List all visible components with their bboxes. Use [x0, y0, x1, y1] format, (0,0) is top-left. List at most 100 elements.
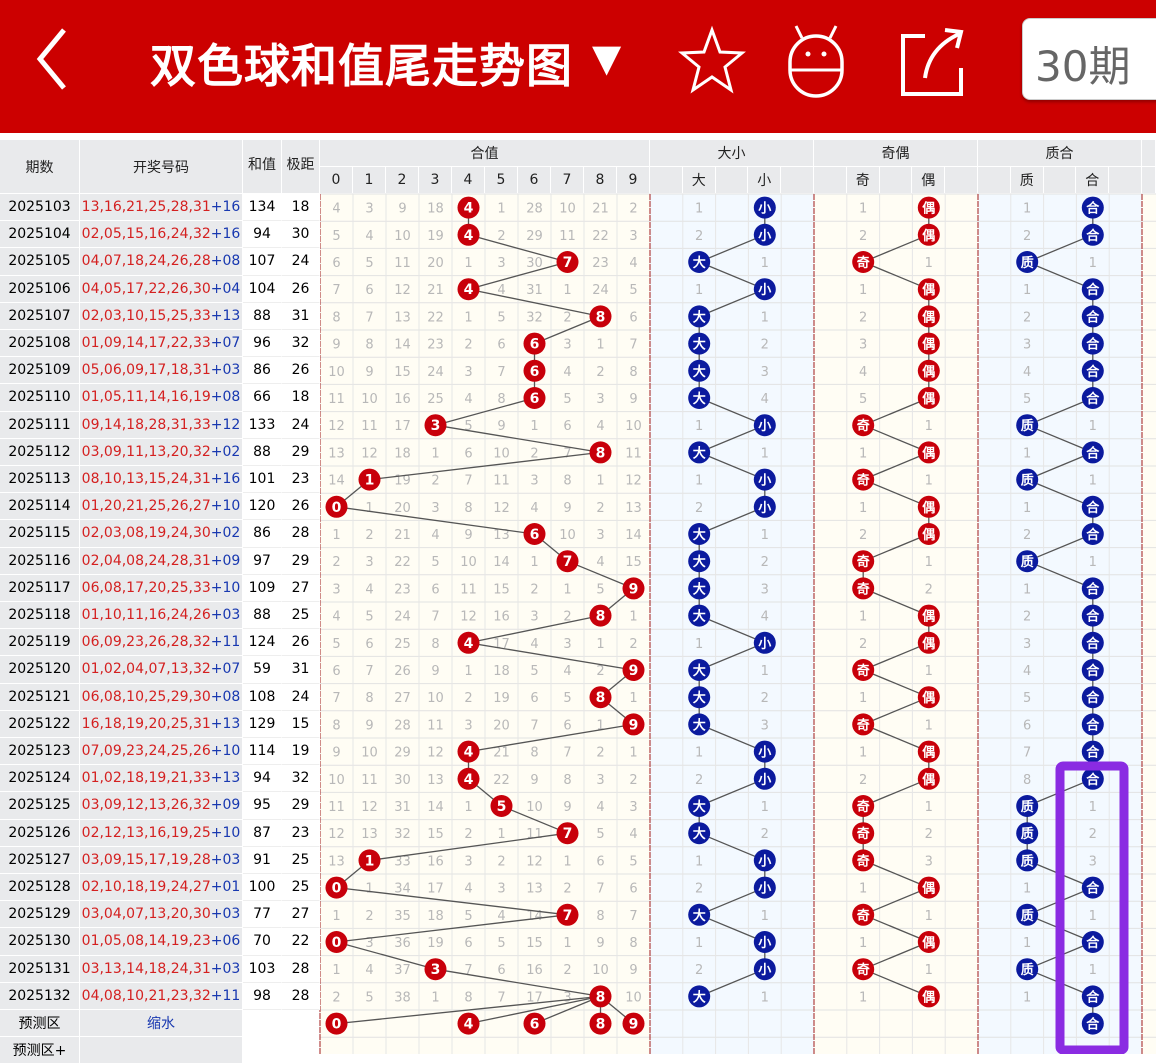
red-numbers: 03,13,14,18,24,31 — [81, 960, 211, 977]
omission-count: 12 — [361, 446, 378, 461]
prediction-mode[interactable]: 缩水 — [80, 1010, 243, 1038]
star-icon[interactable] — [676, 22, 748, 98]
group-ball: 奇 — [857, 717, 870, 733]
omission-count: 6 — [365, 283, 373, 298]
numbers-cell: 13,16,21,25,28,31+16 — [80, 194, 243, 222]
omission-count: 34 — [394, 882, 411, 897]
tail-ball-circle — [457, 278, 480, 301]
omission-count: 10 — [361, 392, 378, 407]
group-ball-circle — [1081, 686, 1104, 709]
omission-count: 1 — [464, 664, 472, 679]
omission-count: 4 — [431, 528, 439, 543]
trend-line — [534, 315, 601, 345]
numbers-cell: 06,08,10,25,29,30+08 — [80, 683, 243, 711]
omission-count: 30 — [526, 256, 543, 271]
trend-line — [862, 941, 930, 970]
omission-count: 2 — [695, 963, 703, 978]
omission-count: 1 — [596, 718, 604, 733]
omission-count: 16 — [526, 963, 543, 978]
omission-count: 7 — [629, 909, 637, 924]
header-sub — [879, 167, 913, 194]
header-sub: 偶 — [912, 167, 946, 194]
omission-count: 5 — [629, 854, 637, 869]
numbers-cell: 06,09,23,26,28,32+11 — [80, 629, 243, 657]
group-ball: 偶 — [922, 690, 935, 706]
omission-count: 12 — [328, 419, 345, 434]
trend-line — [862, 968, 930, 998]
omission-count: 24 — [592, 283, 609, 298]
trend-line — [501, 805, 568, 834]
red-numbers: 01,20,21,25,26,27 — [81, 498, 211, 515]
group-ball: 奇 — [857, 418, 870, 434]
omission-count: 10 — [493, 446, 510, 461]
period-cell: 2025131 — [0, 955, 80, 983]
omission-count: 3 — [530, 474, 538, 489]
numbers-cell: 03,09,11,13,20,32+02 — [80, 438, 243, 466]
group-ball: 偶 — [922, 445, 935, 461]
omission-count: 1 — [925, 718, 933, 733]
page-title[interactable]: 双色球和值尾走势图 — [150, 39, 573, 93]
omission-count: 1 — [695, 474, 703, 489]
period-cell: 2025111 — [0, 411, 80, 439]
group-ball-circle — [852, 903, 875, 926]
omission-count: 1 — [859, 746, 867, 761]
group-ball: 奇 — [857, 799, 870, 815]
title-dropdown-icon[interactable]: ▼ — [592, 36, 622, 80]
span-cell: 24 — [282, 683, 320, 711]
trend-line — [698, 424, 766, 454]
omission-count: 7 — [1023, 746, 1031, 761]
span-cell: 26 — [282, 275, 320, 303]
omission-count: 11 — [394, 256, 411, 271]
omission-count: 10 — [625, 990, 642, 1005]
omission-count: 1 — [365, 501, 373, 516]
tail-ball-circle — [457, 740, 480, 763]
tail-ball: 4 — [464, 745, 474, 761]
span-cell: 29 — [282, 438, 320, 466]
blue-number: +10 — [210, 579, 241, 596]
omission-count: 9 — [497, 419, 505, 434]
back-chevron-icon[interactable] — [30, 24, 80, 94]
period-select[interactable]: 30期 — [1022, 18, 1156, 100]
group-ball-circle — [1081, 659, 1104, 681]
trend-line — [698, 886, 766, 916]
omission-count: 6 — [629, 310, 637, 325]
header-numbers: 开奖号码 — [80, 140, 243, 194]
tail-ball: 4 — [464, 201, 474, 217]
omission-count: 19 — [427, 936, 444, 951]
blue-number: +08 — [210, 253, 241, 270]
omission-count: 13 — [493, 528, 510, 543]
sum-cell: 134 — [243, 194, 282, 222]
trend-line — [1026, 560, 1094, 590]
omission-count: 1 — [563, 283, 571, 298]
group-ball-circle — [1016, 414, 1039, 437]
omission-count: 9 — [530, 773, 538, 788]
omission-count: 11 — [361, 419, 378, 434]
prediction-ball: 0 — [332, 1017, 342, 1033]
omission-count: 5 — [530, 664, 538, 679]
omission-count: 7 — [431, 610, 439, 625]
group-ball-circle — [1081, 577, 1104, 600]
omission-count: 3 — [925, 854, 933, 869]
red-numbers: 08,10,13,15,24,31 — [81, 471, 211, 488]
tail-ball: 5 — [497, 799, 507, 815]
omission-count: 4 — [497, 909, 505, 924]
group-ball-circle — [917, 686, 940, 709]
share-icon[interactable] — [895, 22, 967, 98]
blue-number: +07 — [210, 661, 241, 678]
period-cell: 2025126 — [0, 819, 80, 847]
trend-line — [698, 778, 766, 807]
prediction-ball-circle — [1081, 1012, 1104, 1035]
omission-count: 29 — [394, 746, 411, 761]
omission-count: 4 — [859, 365, 867, 380]
omission-count: 13 — [526, 882, 543, 897]
tail-ball-circle — [589, 441, 612, 464]
group-ball-circle — [1081, 876, 1104, 899]
omission-count: 22 — [427, 310, 444, 325]
robot-icon[interactable] — [780, 22, 852, 98]
omission-count: 1 — [859, 283, 867, 298]
omission-count: 27 — [394, 691, 411, 706]
numbers-cell: 02,05,15,16,24,32+16 — [80, 221, 243, 249]
omission-count: 5 — [497, 936, 505, 951]
period-cell: 2025107 — [0, 302, 80, 330]
